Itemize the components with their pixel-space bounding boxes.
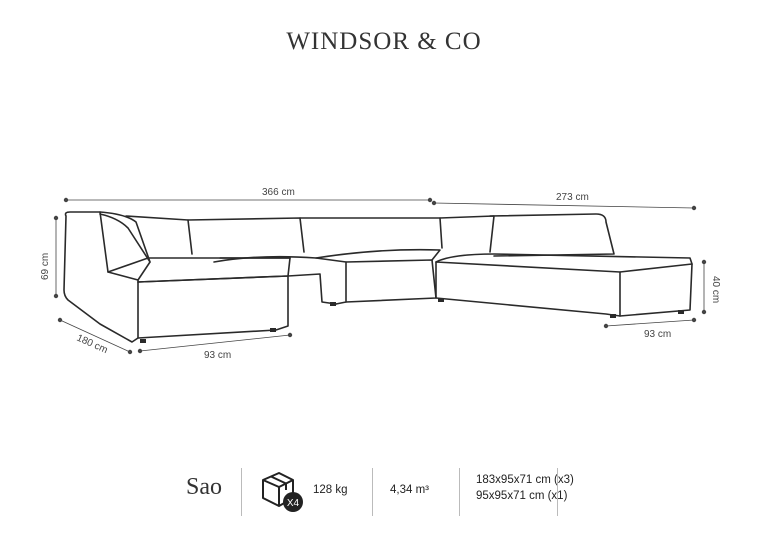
dim-top-right: 273 cm xyxy=(556,192,589,203)
package-count: X4 xyxy=(287,498,300,509)
dim-left-height: 69 cm xyxy=(40,253,51,280)
product-name: Sao xyxy=(186,474,222,500)
dim-left-seat-width: 93 cm xyxy=(204,350,231,361)
package-box-icon: X4 xyxy=(262,472,303,512)
dim-left-depth: 180 cm xyxy=(75,333,109,356)
package-size-1: 183x95x71 cm (x3) xyxy=(476,474,574,486)
divider xyxy=(372,468,373,516)
package-size-2: 95x95x71 cm (x1) xyxy=(476,490,568,502)
volume: 4,34 m³ xyxy=(390,484,429,496)
dim-right-seat-width: 93 cm xyxy=(644,329,671,340)
sofa-feet xyxy=(140,298,684,343)
divider xyxy=(557,468,558,516)
dim-right-height: 40 cm xyxy=(710,276,721,303)
dimension-lines xyxy=(53,197,707,355)
brand-name: WINDSOR & CO xyxy=(286,28,482,55)
divider xyxy=(241,468,242,516)
brand-logo: WINDSOR & CO xyxy=(0,28,768,56)
dim-top-left: 366 cm xyxy=(262,187,295,198)
sofa-outline xyxy=(63,211,693,343)
weight: 128 kg xyxy=(313,484,348,496)
divider xyxy=(459,468,460,516)
